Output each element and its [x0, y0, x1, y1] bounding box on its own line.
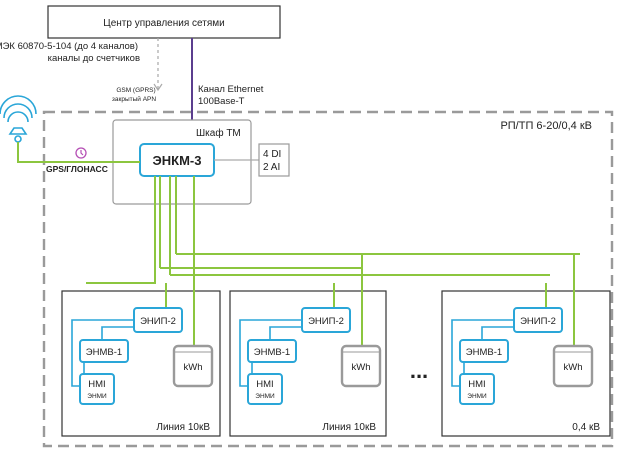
enip-label: ЭНИП-2 [140, 316, 176, 327]
enmv-box [79, 339, 129, 363]
hmi-sublabel: ЭНМИ [467, 393, 487, 400]
enip-box [513, 307, 563, 333]
cabinet-label: Шкаф ТМ [196, 127, 241, 139]
hmi-sublabel: ЭНМИ [87, 393, 107, 400]
enip-box [301, 307, 351, 333]
enip-label: ЭНИП-2 [308, 316, 344, 327]
hmi-label: HMI [468, 379, 485, 390]
station-boundary [42, 110, 614, 448]
hmi-label: HMI [88, 379, 105, 390]
gps-label: GPS/ГЛОНАСС [46, 164, 108, 174]
meter-box [552, 344, 594, 388]
ethernet-line1: Канал Ethernet [198, 84, 264, 95]
protocol-line1: МЭК 60870-5-104 (до 4 каналов) [0, 41, 138, 52]
enmv-label: ЭНМВ-1 [86, 347, 122, 358]
io-line1: 4 DI [263, 149, 281, 160]
gsm-arrow-icon [153, 83, 163, 92]
enmv-label: ЭНМВ-1 [254, 347, 290, 358]
enip-box [133, 307, 183, 333]
meter-label: kWh [184, 362, 203, 373]
control-center-title: Центр управления сетями [103, 18, 224, 29]
panel-link-outer [71, 319, 134, 387]
panel-link-outer [451, 319, 514, 387]
hmi-sublabel: ЭНМИ [255, 393, 275, 400]
enmv-label: ЭНМВ-1 [466, 347, 502, 358]
meter-label: kWh [564, 362, 583, 373]
enmv-box [459, 339, 509, 363]
enkm-label: ЭНКМ-3 [153, 153, 202, 168]
control-center-box [47, 5, 281, 39]
io-box [258, 143, 290, 177]
enip-label: ЭНИП-2 [520, 316, 556, 327]
gsm-line2: закрытый APN [112, 95, 156, 103]
hmi-box [459, 373, 495, 405]
gps-antenna-icon [0, 95, 37, 143]
clock-icon [75, 147, 87, 159]
ethernet-line2: 100Base-T [198, 96, 245, 107]
protocol-line2: каналы до счетчиков [48, 53, 140, 64]
gsm-line1: GSM (GPRS) [116, 87, 155, 94]
line-label: Линия 10кВ [156, 422, 210, 433]
hmi-box [247, 373, 283, 405]
hmi-label: HMI [256, 379, 273, 390]
line-label: Линия 10кВ [322, 422, 376, 433]
station-label: РП/ТП 6-20/0,4 кВ [500, 120, 592, 132]
io-line2: 2 AI [263, 162, 280, 173]
line-label: 0,4 кВ [572, 422, 600, 433]
hmi-box [79, 373, 115, 405]
meter-box [172, 344, 214, 388]
enmv-box [247, 339, 297, 363]
ellipsis-dots: ... [410, 358, 428, 383]
meter-label: kWh [352, 362, 371, 373]
bus-left [86, 176, 156, 284]
meter-box [340, 344, 382, 388]
panel-link-outer [239, 319, 302, 387]
gps-link [17, 142, 140, 163]
